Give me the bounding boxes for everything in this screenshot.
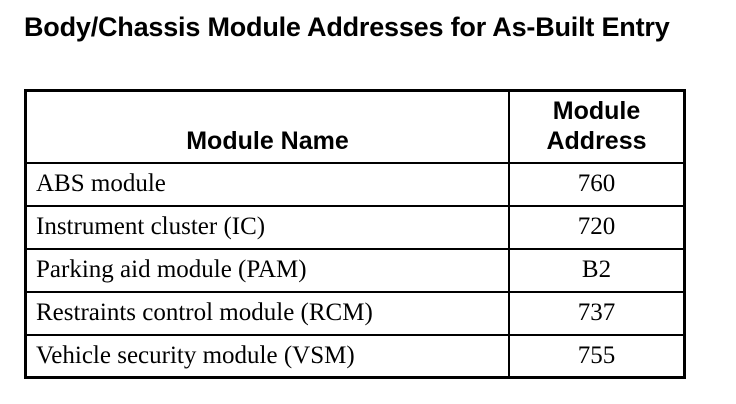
- module-address-cell: 720: [508, 204, 686, 250]
- module-address-header-line2: Address: [546, 126, 647, 155]
- module-address-cell: B2: [508, 247, 686, 293]
- module-address-cell: 755: [508, 333, 686, 379]
- table-row: Parking aid module (PAM) B2: [24, 247, 686, 293]
- module-address-cell: 760: [508, 161, 686, 207]
- module-address-table: Module Name Module Address ABS module 76…: [24, 89, 686, 379]
- document-title: Body/Chassis Module Addresses for As-Bui…: [24, 12, 670, 42]
- module-address-header: Module Address: [508, 89, 686, 164]
- module-name-cell: Restraints control module (RCM): [24, 290, 510, 336]
- table-row: Restraints control module (RCM) 737: [24, 290, 686, 336]
- table-row: Instrument cluster (IC) 720: [24, 204, 686, 250]
- module-name-cell: Parking aid module (PAM): [24, 247, 510, 293]
- module-name-cell: ABS module: [24, 161, 510, 207]
- table-row: ABS module 760: [24, 161, 686, 207]
- table-row: Vehicle security module (VSM) 755: [24, 333, 686, 379]
- module-address-header-line1: Module: [552, 96, 641, 125]
- table-header-row: Module Name Module Address: [24, 89, 686, 164]
- module-address-cell: 737: [508, 290, 686, 336]
- module-name-cell: Vehicle security module (VSM): [24, 333, 510, 379]
- module-name-cell: Instrument cluster (IC): [24, 204, 510, 250]
- module-name-header: Module Name: [24, 89, 510, 164]
